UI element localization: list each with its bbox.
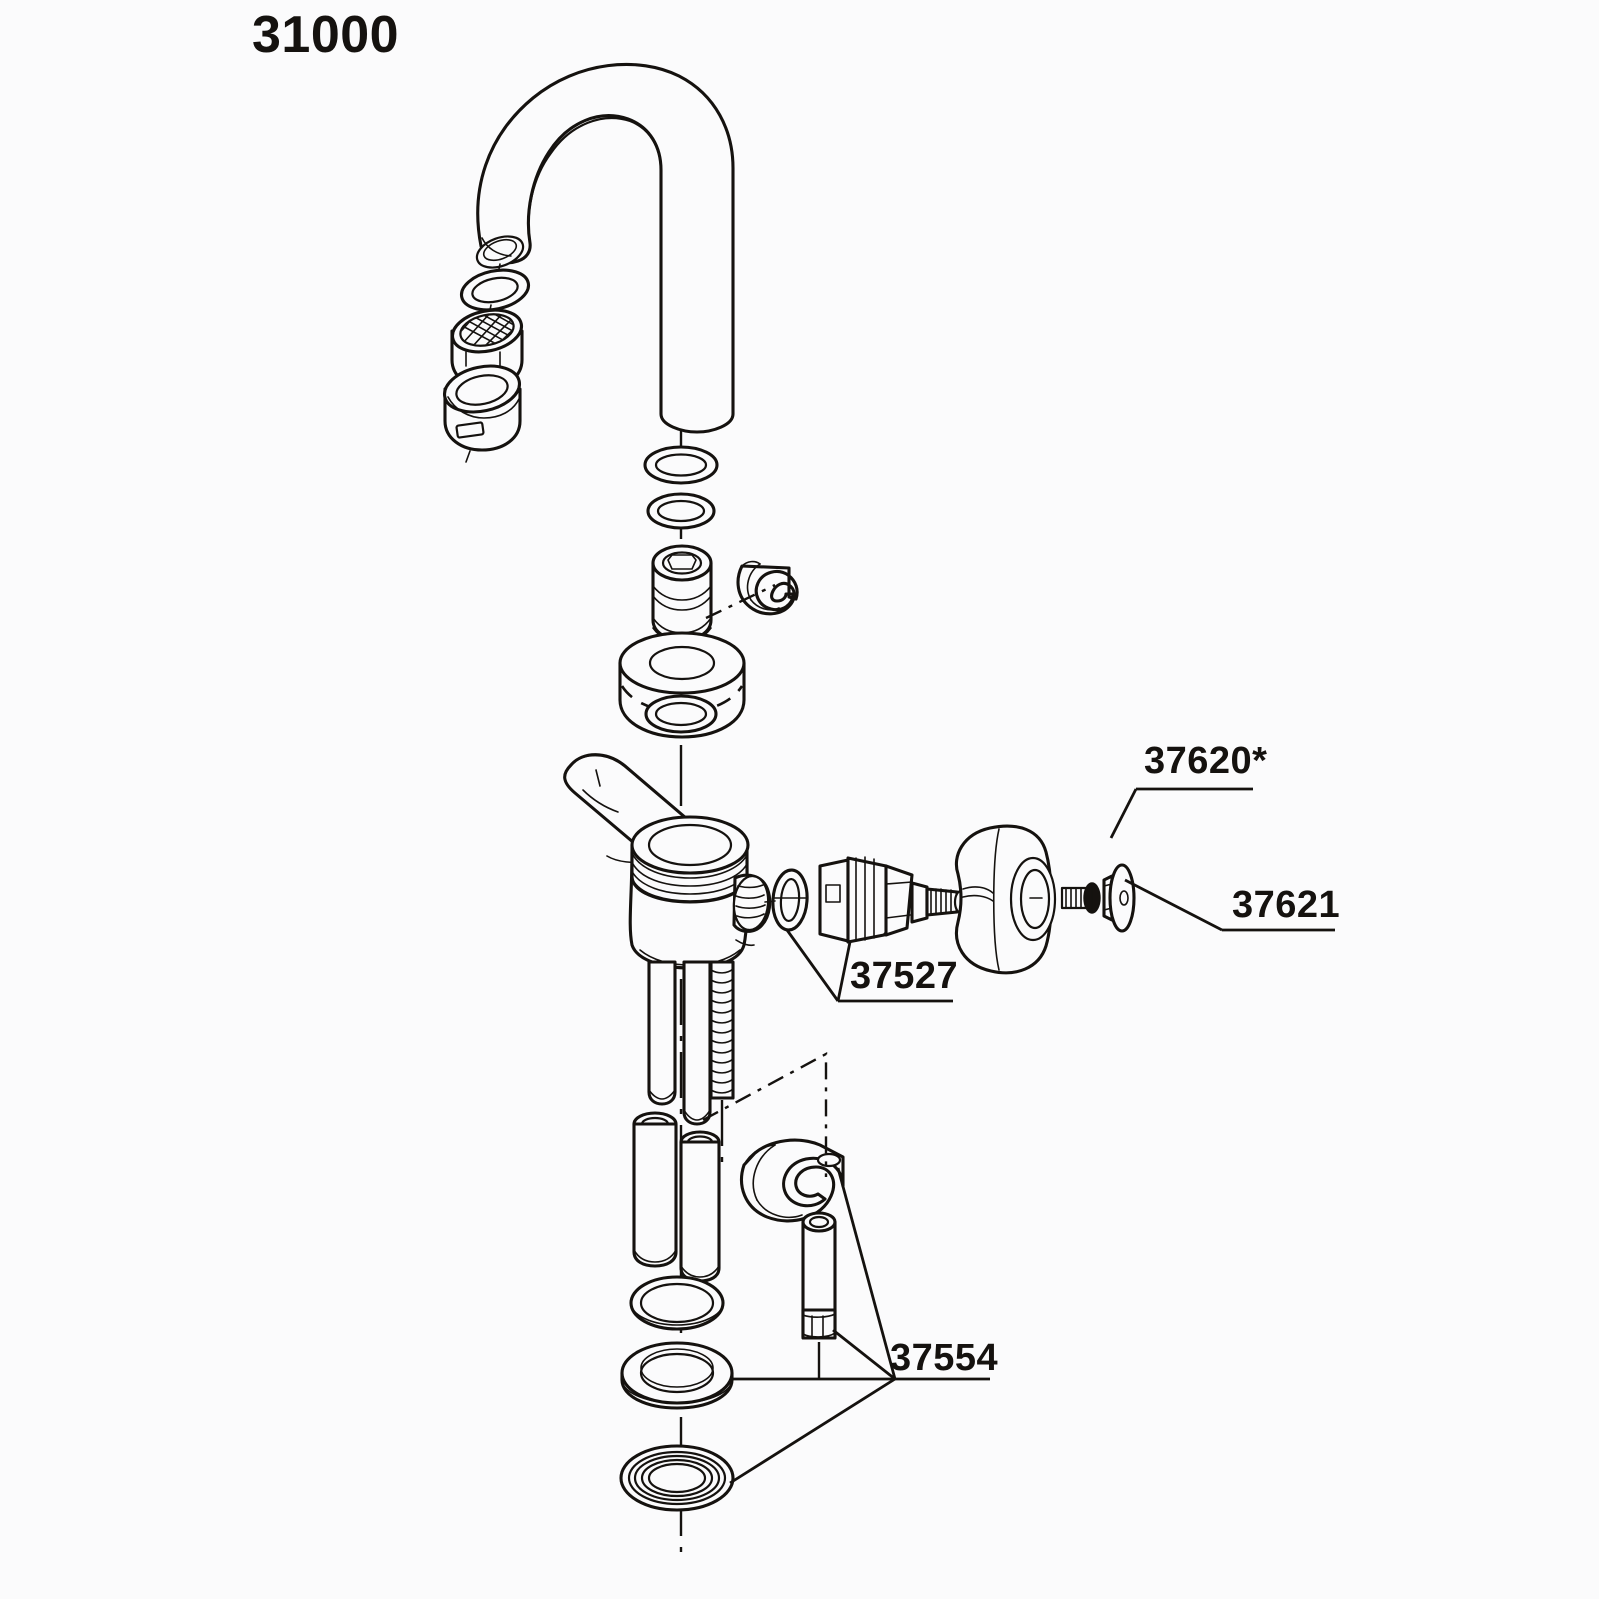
leader-37621 bbox=[1124, 878, 1335, 932]
spout-oring-lower bbox=[646, 492, 716, 530]
threaded-stud bbox=[709, 960, 735, 1170]
cartridge-oring bbox=[771, 868, 809, 932]
valve-axis-left bbox=[764, 900, 776, 903]
leader-37527 bbox=[785, 929, 953, 1003]
mounting-nut bbox=[801, 1211, 837, 1378]
spout-oring-upper bbox=[643, 445, 719, 485]
retaining-clip-upper bbox=[736, 560, 799, 616]
mounting-bracket bbox=[739, 1138, 845, 1223]
base-oring bbox=[644, 694, 718, 734]
threaded-stud-threads bbox=[710, 968, 734, 1094]
supply-tube-left bbox=[632, 960, 678, 1268]
washer-thin bbox=[629, 1275, 725, 1331]
supply-tube-right bbox=[679, 960, 721, 1283]
mounting-bracket-dash-leader bbox=[702, 1051, 828, 1177]
handle-knob bbox=[954, 824, 1057, 975]
washer-flanged bbox=[620, 1341, 734, 1410]
page-title: 31000 bbox=[252, 6, 400, 64]
cartridge-spline-hatch bbox=[930, 888, 952, 916]
retaining-clip-upper-leader bbox=[705, 583, 776, 620]
aerator-oring bbox=[459, 268, 531, 312]
gasket-ring bbox=[619, 1444, 735, 1512]
cartridge bbox=[818, 856, 969, 944]
aerator-housing-leader bbox=[465, 450, 471, 463]
leader-37620 bbox=[1109, 787, 1253, 839]
callout-label-37621: 37621 bbox=[1232, 884, 1341, 926]
aerator-housing bbox=[443, 364, 522, 452]
leader-37554 bbox=[729, 1167, 990, 1485]
spout-tube bbox=[475, 62, 735, 434]
valve-body bbox=[628, 815, 772, 970]
callout-label-37554: 37554 bbox=[890, 1337, 999, 1379]
index-cap-button bbox=[1102, 863, 1136, 933]
callout-label-37620: 37620* bbox=[1144, 740, 1268, 782]
callout-label-37527: 37527 bbox=[850, 955, 959, 997]
handle-screw bbox=[1060, 882, 1101, 914]
